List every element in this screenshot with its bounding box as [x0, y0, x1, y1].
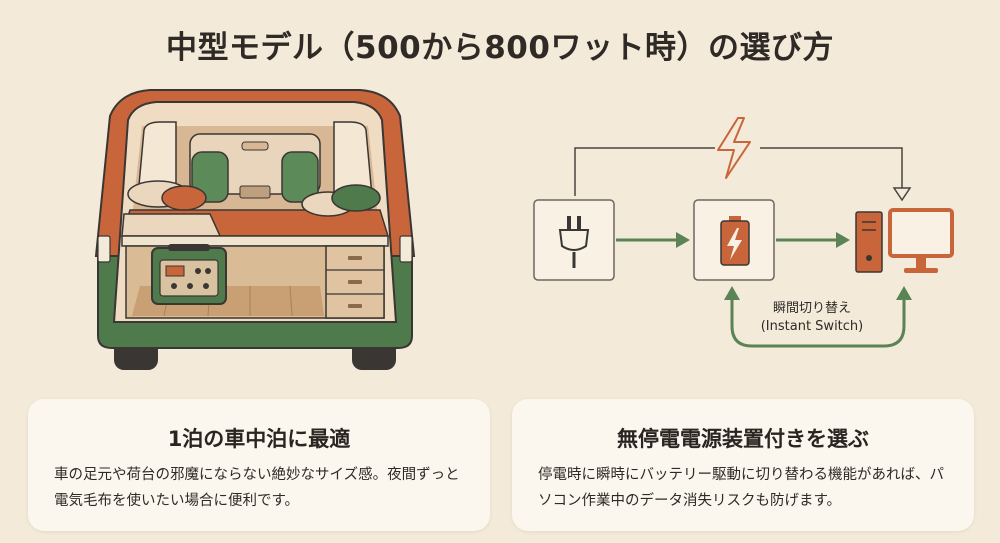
lightning-icon: [717, 117, 751, 179]
arrow-icon: [896, 286, 912, 300]
top-connector-line: [574, 147, 715, 196]
plug-box: [533, 199, 615, 281]
arrow-icon: [676, 232, 690, 248]
card-body: 車の足元や荷台の邪魔にならない絶妙なサイズ感。夜間ずっと電気毛布を使いたい場合に…: [54, 467, 460, 509]
switch-label-ja: 瞬間切り替え: [772, 301, 851, 316]
card-body: 停電時に瞬時にバッテリー駆動に切り替わる機能があれば、パソコン作業中のデータ消失…: [538, 467, 944, 509]
ups-flow-diagram: [533, 117, 954, 348]
van-illustration: [94, 89, 416, 370]
arrow-icon: [892, 187, 912, 202]
card-heading: 無停電電源装置付きを選ぶ: [617, 427, 869, 451]
info-card-overnight: 1泊の車中泊に最適 車の足元や荷台の邪魔にならない絶妙なサイズ感。夜間ずっと電気…: [28, 399, 490, 531]
switch-label-en: (Instant Switch): [760, 319, 864, 334]
card-heading: 1泊の車中泊に最適: [167, 427, 351, 451]
battery-icon: [720, 216, 750, 266]
arrow-icon: [836, 232, 850, 248]
page-title: 中型モデル（500から800ワット時）の選び方: [166, 30, 834, 66]
computer-icon: [855, 208, 954, 273]
instant-switch-label: 瞬間切り替え (Instant Switch): [742, 300, 882, 336]
info-card-ups: 無停電電源装置付きを選ぶ 停電時に瞬時にバッテリー駆動に切り替わる機能があれば、…: [512, 399, 974, 531]
top-connector-line-right: [760, 147, 903, 190]
arrow-icon: [724, 286, 740, 300]
plug-icon: [558, 216, 590, 268]
